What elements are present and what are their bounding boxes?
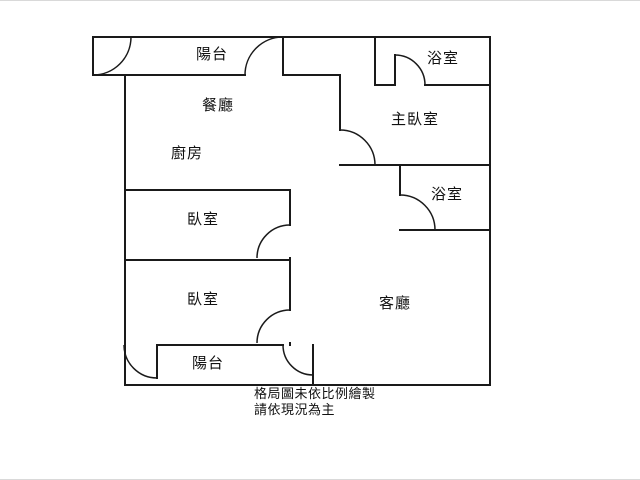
door-arc-balcony-top-left [92,36,132,76]
room-label-balcony-top: 陽台 [196,46,228,63]
room-labels: 陽台 浴室 餐廳 主臥室 廚房 浴室 臥室 臥室 客廳 陽台 [171,46,463,372]
room-label-balcony-bottom: 陽台 [192,355,224,372]
door-arcs [92,36,436,379]
door-arc-bathroom-mid [399,194,436,231]
room-label-master-bedroom: 主臥室 [391,111,439,128]
door-arc-bedroom-upper [256,224,291,259]
door-arc-bedroom-lower [256,309,291,344]
disclaimer-line-1: 格局圖未依比例繪製 [254,386,376,401]
door-arc-balcony-bottom-left [123,344,158,379]
disclaimer-text: 格局圖未依比例繪製 請依現況為主 [254,386,376,417]
room-label-bedroom-lower: 臥室 [187,291,219,308]
door-arc-balcony-top-entry [244,36,284,76]
outer-wall [92,36,491,386]
room-label-kitchen: 廚房 [171,144,203,162]
door-arc-master-bedroom [339,129,376,166]
room-label-bedroom-upper: 臥室 [187,211,219,228]
room-label-living-room: 客廳 [379,294,411,312]
door-arc-bathroom-top [394,54,426,86]
room-label-bathroom-top: 浴室 [427,50,459,67]
room-label-dining-room: 餐廳 [202,96,234,114]
image-border-top [0,0,640,1]
walls [92,36,491,386]
disclaimer-line-2: 請依現況為主 [254,402,335,417]
door-arc-balcony-bottom-entry [282,344,314,376]
interior-walls [92,36,491,386]
room-label-bathroom-mid: 浴室 [431,186,463,203]
door-leaves [92,36,396,379]
